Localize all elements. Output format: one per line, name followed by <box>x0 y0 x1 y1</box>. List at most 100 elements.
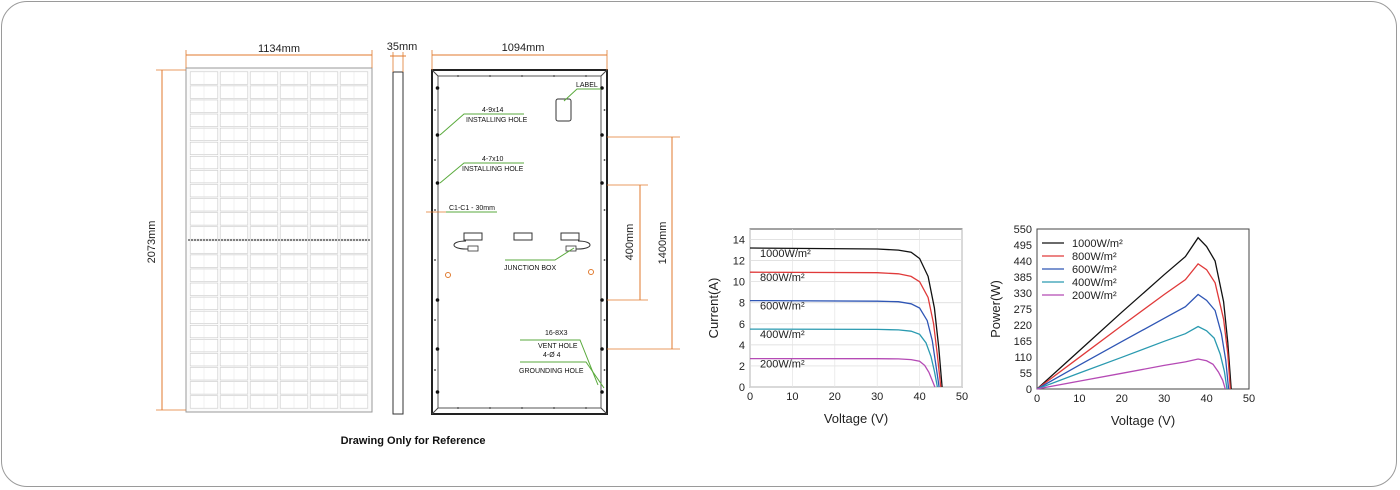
back-view: LABEL 4-9x14 INSTALLING HOLE 4-7x10 INST… <box>426 42 680 415</box>
height-dimension: 2073mm <box>146 69 186 411</box>
series-line <box>749 357 936 388</box>
series-label: 400W/m² <box>760 329 805 341</box>
vent-hole <box>434 209 436 211</box>
plot-area <box>749 228 963 388</box>
label-tag: LABEL <box>576 82 598 89</box>
x-tick-label: 10 <box>1073 393 1085 405</box>
x-tick-label: 50 <box>956 391 968 403</box>
legend-label: 400W/m² <box>1072 277 1117 289</box>
junction-box-label: JUNCTION BOX <box>504 265 556 272</box>
legend-label: 600W/m² <box>1072 264 1117 276</box>
y-tick-label: 12 <box>733 256 745 268</box>
mounting-hole <box>435 133 440 137</box>
vent-hole <box>434 319 436 321</box>
x-tick-label: 30 <box>1158 393 1170 405</box>
x-tick-label: 50 <box>1243 393 1255 405</box>
y-tick-label: 550 <box>1014 224 1032 236</box>
x-tick-label: 30 <box>871 391 883 403</box>
vent-hole <box>434 369 436 371</box>
width-label: 1134mm <box>258 43 300 55</box>
vent-hole <box>603 319 606 321</box>
mounting-hole <box>600 347 604 351</box>
vent-hole <box>457 75 459 77</box>
series-line <box>1036 263 1231 390</box>
side-view: 35mm <box>387 41 418 415</box>
mounting-holes <box>434 75 606 409</box>
mounting-hole <box>600 133 604 137</box>
vent-hole <box>603 369 606 371</box>
installing-hole-1-size: 4-9x14 <box>482 107 504 114</box>
mounting-hole <box>435 347 440 351</box>
mounting-hole <box>435 298 440 302</box>
y-tick-label: 330 <box>1014 288 1032 300</box>
vent-hole <box>553 75 555 77</box>
width-dimension: 1134mm <box>185 43 373 68</box>
mounting-hole <box>435 86 440 90</box>
y-axis-label: Current(A) <box>706 278 721 339</box>
junction-box-group <box>453 232 591 252</box>
vent-hole-text: VENT HOLE <box>538 343 578 350</box>
vent-hole <box>603 259 606 261</box>
dim-400-label: 400mm <box>624 224 636 261</box>
mounting-hole <box>600 86 604 90</box>
height-label: 2073mm <box>146 221 158 264</box>
back-frame-inner <box>437 75 602 409</box>
legend-label: 800W/m² <box>1072 251 1117 263</box>
dim-1400-label: 1400mm <box>657 222 669 265</box>
y-tick-label: 440 <box>1014 256 1032 268</box>
vent-hole <box>521 407 523 409</box>
vent-hole <box>585 75 587 77</box>
y-tick-label: 0 <box>1026 384 1032 396</box>
mounting-hole <box>600 298 604 302</box>
installing-hole-1-text: INSTALLING HOLE <box>466 117 528 124</box>
series-line <box>1036 358 1226 390</box>
series-label: 800W/m² <box>760 272 805 284</box>
series-line <box>749 271 942 388</box>
series-label: 600W/m² <box>760 301 805 313</box>
x-tick-label: 20 <box>829 391 841 403</box>
x-tick-label: 40 <box>1200 393 1212 405</box>
y-tick-label: 495 <box>1014 240 1032 252</box>
series-line <box>749 247 943 388</box>
vent-hole <box>457 407 459 409</box>
vent-hole <box>603 209 606 211</box>
y-tick-label: 14 <box>733 235 745 247</box>
side-frame-outline <box>392 71 404 415</box>
drawing-caption: Drawing Only for Reference <box>341 435 486 447</box>
mounting-hole <box>600 390 604 394</box>
x-axis-label: Voltage (V) <box>824 411 888 426</box>
y-tick-label: 165 <box>1014 336 1032 348</box>
installing-hole-2-text: INSTALLING HOLE <box>462 166 524 173</box>
series-line <box>1036 293 1230 390</box>
y-tick-label: 0 <box>739 382 745 394</box>
vent-hole <box>434 259 436 261</box>
c1c1-label: C1-C1 - 30mm <box>449 205 495 212</box>
y-tick-label: 55 <box>1020 368 1032 380</box>
mounting-hole <box>435 181 440 185</box>
y-tick-label: 2 <box>739 361 745 373</box>
series-label: 1000W/m² <box>760 248 811 260</box>
thickness-label: 35mm <box>387 41 418 53</box>
label-plate <box>555 98 572 122</box>
label-leader <box>563 88 601 102</box>
vent-hole <box>603 159 606 161</box>
vent-hole <box>521 75 523 77</box>
y-tick-label: 8 <box>739 298 745 310</box>
installing-hole-2-size: 4-7x10 <box>482 156 504 163</box>
y-tick-label: 220 <box>1014 320 1032 332</box>
series-label: 200W/m² <box>760 359 805 371</box>
y-tick-label: 10 <box>733 277 745 289</box>
mounting-hole <box>435 390 440 394</box>
vent-hole <box>434 109 436 111</box>
y-tick-label: 4 <box>739 340 745 352</box>
y-tick-label: 6 <box>739 319 745 331</box>
back-width-label: 1094mm <box>502 42 545 54</box>
vent-hole <box>489 75 491 77</box>
series-line <box>749 328 939 388</box>
vent-hole-size: 16-8X3 <box>545 330 568 337</box>
x-axis-label: Voltage (V) <box>1111 413 1175 428</box>
grounding-text: GROUNDING HOLE <box>519 368 584 375</box>
vent-hole <box>489 407 491 409</box>
